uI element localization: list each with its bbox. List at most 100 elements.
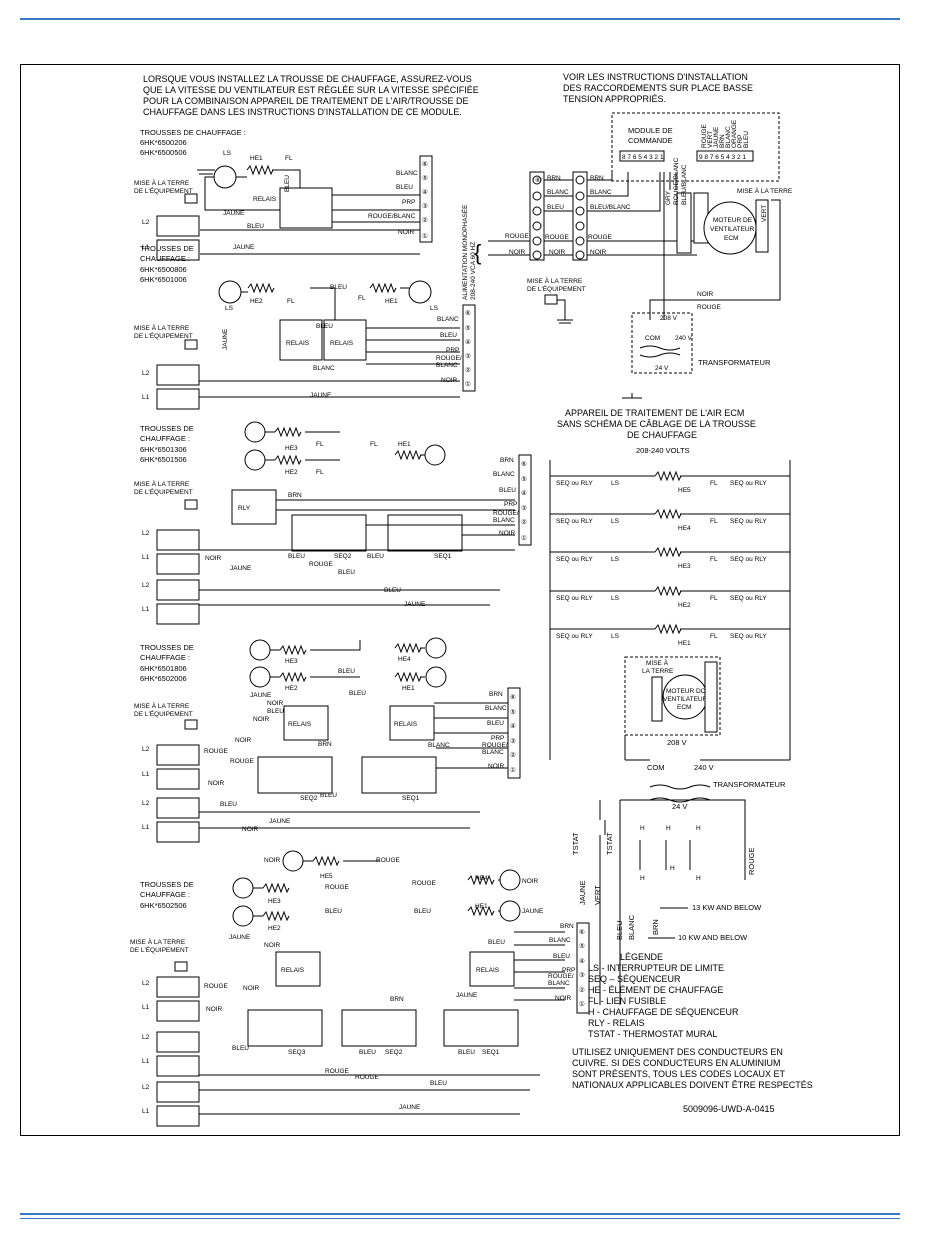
svg-text:BLEU: BLEU bbox=[458, 1049, 475, 1056]
svg-text:NOIR: NOIR bbox=[264, 942, 281, 949]
svg-text:ROUGE: ROUGE bbox=[697, 304, 722, 311]
svg-text:TROUSSES DE: TROUSSES DE bbox=[140, 244, 194, 253]
svg-text:TROUSSES DE: TROUSSES DE bbox=[140, 424, 194, 433]
svg-text:RELAIS: RELAIS bbox=[253, 196, 277, 203]
svg-text:BLEU: BLEU bbox=[488, 939, 505, 946]
document-number: 5009096-UWD-A-0415 bbox=[683, 1104, 775, 1114]
svg-text:BLANC: BLANC bbox=[725, 126, 732, 148]
svg-text:L1: L1 bbox=[142, 824, 150, 831]
svg-text:HE2: HE2 bbox=[250, 298, 263, 305]
svg-text:FL - LIEN FUSIBLE: FL - LIEN FUSIBLE bbox=[588, 996, 666, 1006]
svg-text:BLEU: BLEU bbox=[499, 487, 516, 494]
svg-text:6HK*6502506: 6HK*6502506 bbox=[140, 901, 187, 910]
module-pins: 8 7 6 5 4 3 2 1 bbox=[622, 154, 664, 161]
svg-text:MISE À LA TERRE: MISE À LA TERRE bbox=[134, 701, 190, 710]
svg-text:MOTEUR DE: MOTEUR DE bbox=[713, 217, 753, 224]
svg-text:GRY: GRY bbox=[665, 190, 672, 205]
svg-text:FL: FL bbox=[710, 518, 718, 525]
svg-text:DE L'ÉQUIPEMENT: DE L'ÉQUIPEMENT bbox=[134, 487, 193, 496]
svg-text:⑤: ⑤ bbox=[465, 324, 471, 332]
svg-text:BLEU: BLEU bbox=[487, 720, 504, 727]
svg-text:240 V: 240 V bbox=[694, 763, 714, 772]
svg-text:TROUSSES DE CHAUFFAGE :: TROUSSES DE CHAUFFAGE : bbox=[140, 128, 246, 137]
svg-text:BLANC: BLANC bbox=[437, 316, 459, 323]
terminal-kit1 bbox=[419, 155, 433, 243]
installation-note: LORSQUE VOUS INSTALLEZ LA TROUSSE DE CHA… bbox=[143, 74, 479, 117]
svg-text:ROUGE: ROUGE bbox=[701, 124, 708, 149]
svg-text:BLANC: BLANC bbox=[548, 980, 570, 987]
kit-3: TROUSSES DE CHAUFFAGE : 6HK*6501306 6HK*… bbox=[134, 421, 532, 625]
svg-text:NOIR: NOIR bbox=[441, 377, 458, 384]
relay-kit1 bbox=[279, 187, 333, 229]
svg-text:LA TERRE: LA TERRE bbox=[642, 668, 674, 675]
svg-text:ROUGE: ROUGE bbox=[505, 233, 530, 240]
svg-text:CHAUFFAGE :: CHAUFFAGE : bbox=[140, 254, 190, 263]
svg-text:BLEU: BLEU bbox=[367, 553, 384, 560]
svg-text:HE1: HE1 bbox=[398, 441, 411, 448]
svg-text:L1: L1 bbox=[142, 606, 150, 613]
svg-text:①: ① bbox=[465, 380, 471, 388]
ecm-transformer: 208 V COM 240 V TRANSFORMATEUR 24 V bbox=[624, 735, 790, 811]
control-module: MODULE DE COMMANDE 8 7 6 5 4 3 2 1 9 8 7… bbox=[611, 112, 780, 182]
svg-text:L2: L2 bbox=[142, 219, 150, 226]
svg-text:ROUGE: ROUGE bbox=[588, 234, 613, 241]
svg-text:VERT: VERT bbox=[593, 885, 602, 905]
svg-text:H: H bbox=[640, 875, 645, 882]
svg-text:BLEU: BLEU bbox=[359, 1049, 376, 1056]
svg-text:SEQ ou RLY: SEQ ou RLY bbox=[556, 480, 593, 487]
svg-text:JAUNE: JAUNE bbox=[456, 992, 478, 999]
svg-text:BLANC: BLANC bbox=[493, 517, 515, 524]
svg-text:SEQ2: SEQ2 bbox=[300, 795, 318, 802]
svg-text:BLEU/BLANC: BLEU/BLANC bbox=[590, 204, 631, 211]
svg-text:LÉGENDE: LÉGENDE bbox=[620, 952, 663, 962]
svg-text:BLEU: BLEU bbox=[316, 323, 333, 330]
svg-text:TROUSSES DE: TROUSSES DE bbox=[140, 643, 194, 652]
motor-connector-pins: 9 8 7 6 5 4 3 2 1 bbox=[699, 154, 746, 161]
svg-text:VERT: VERT bbox=[707, 131, 714, 148]
svg-text:FL: FL bbox=[316, 469, 324, 476]
svg-text:ORANGE: ORANGE bbox=[731, 119, 738, 148]
svg-text:24 V: 24 V bbox=[655, 365, 669, 372]
svg-text:ROUGE: ROUGE bbox=[230, 758, 255, 765]
svg-text:SEQ1: SEQ1 bbox=[482, 1049, 500, 1056]
svg-text:NOIR: NOIR bbox=[243, 985, 260, 992]
svg-text:UTILISEZ UNIQUEMENT DES CONDUC: UTILISEZ UNIQUEMENT DES CONDUCTEURS EN bbox=[572, 1047, 783, 1057]
svg-text:TRANSFORMATEUR: TRANSFORMATEUR bbox=[698, 358, 771, 367]
svg-text:BLEU: BLEU bbox=[743, 131, 750, 148]
svg-text:⑥: ⑥ bbox=[510, 693, 516, 701]
svg-text:ROUGE/: ROUGE/ bbox=[548, 973, 574, 980]
svg-text:6HK*6501006: 6HK*6501006 bbox=[140, 275, 187, 284]
svg-text:JAUNE: JAUNE bbox=[713, 126, 720, 148]
svg-text:CHAUFFAGE :: CHAUFFAGE : bbox=[140, 653, 190, 662]
svg-text:HE1: HE1 bbox=[250, 155, 263, 162]
svg-text:24 V: 24 V bbox=[672, 802, 687, 811]
svg-text:⑥: ⑥ bbox=[521, 460, 527, 468]
svg-text:MISE À LA TERRE: MISE À LA TERRE bbox=[130, 937, 186, 946]
limit-switch-kit1 bbox=[213, 165, 237, 189]
svg-text:SANS SCHÉMA DE CÂBLAGE DE LA T: SANS SCHÉMA DE CÂBLAGE DE LA TROUSSE bbox=[557, 419, 756, 429]
svg-text:HE - ÉLÉMENT DE CHAUFFAGE: HE - ÉLÉMENT DE CHAUFFAGE bbox=[588, 985, 723, 995]
svg-text:NOIR: NOIR bbox=[205, 555, 222, 562]
svg-text:VENTILATEUR: VENTILATEUR bbox=[663, 696, 708, 703]
svg-text:NOIR: NOIR bbox=[499, 530, 516, 537]
svg-text:ROUGE/: ROUGE/ bbox=[482, 742, 508, 749]
bottom-rule-thin bbox=[20, 1218, 900, 1219]
svg-text:HE3: HE3 bbox=[285, 445, 298, 452]
svg-text:TRANSFORMATEUR: TRANSFORMATEUR bbox=[713, 780, 786, 789]
svg-text:LS: LS bbox=[611, 556, 620, 563]
svg-text:ALIMENTATION MONOPHASÉE: ALIMENTATION MONOPHASÉE bbox=[460, 204, 469, 300]
svg-text:BLEU: BLEU bbox=[288, 553, 305, 560]
svg-text:④: ④ bbox=[510, 722, 516, 730]
svg-text:DE L'ÉQUIPEMENT: DE L'ÉQUIPEMENT bbox=[134, 186, 193, 195]
svg-text:④: ④ bbox=[579, 957, 585, 965]
svg-text:ROUGE: ROUGE bbox=[355, 1074, 380, 1081]
svg-text:ROUGE: ROUGE bbox=[376, 857, 401, 864]
svg-text:DE L'ÉQUIPEMENT: DE L'ÉQUIPEMENT bbox=[527, 284, 586, 293]
svg-text:ROUGE/BLANC: ROUGE/BLANC bbox=[368, 213, 416, 220]
svg-text:NOIR: NOIR bbox=[488, 763, 505, 770]
svg-text:SEQ ou RLY: SEQ ou RLY bbox=[556, 556, 593, 563]
svg-text:RELAIS: RELAIS bbox=[286, 340, 310, 347]
svg-text:HE1: HE1 bbox=[385, 298, 398, 305]
